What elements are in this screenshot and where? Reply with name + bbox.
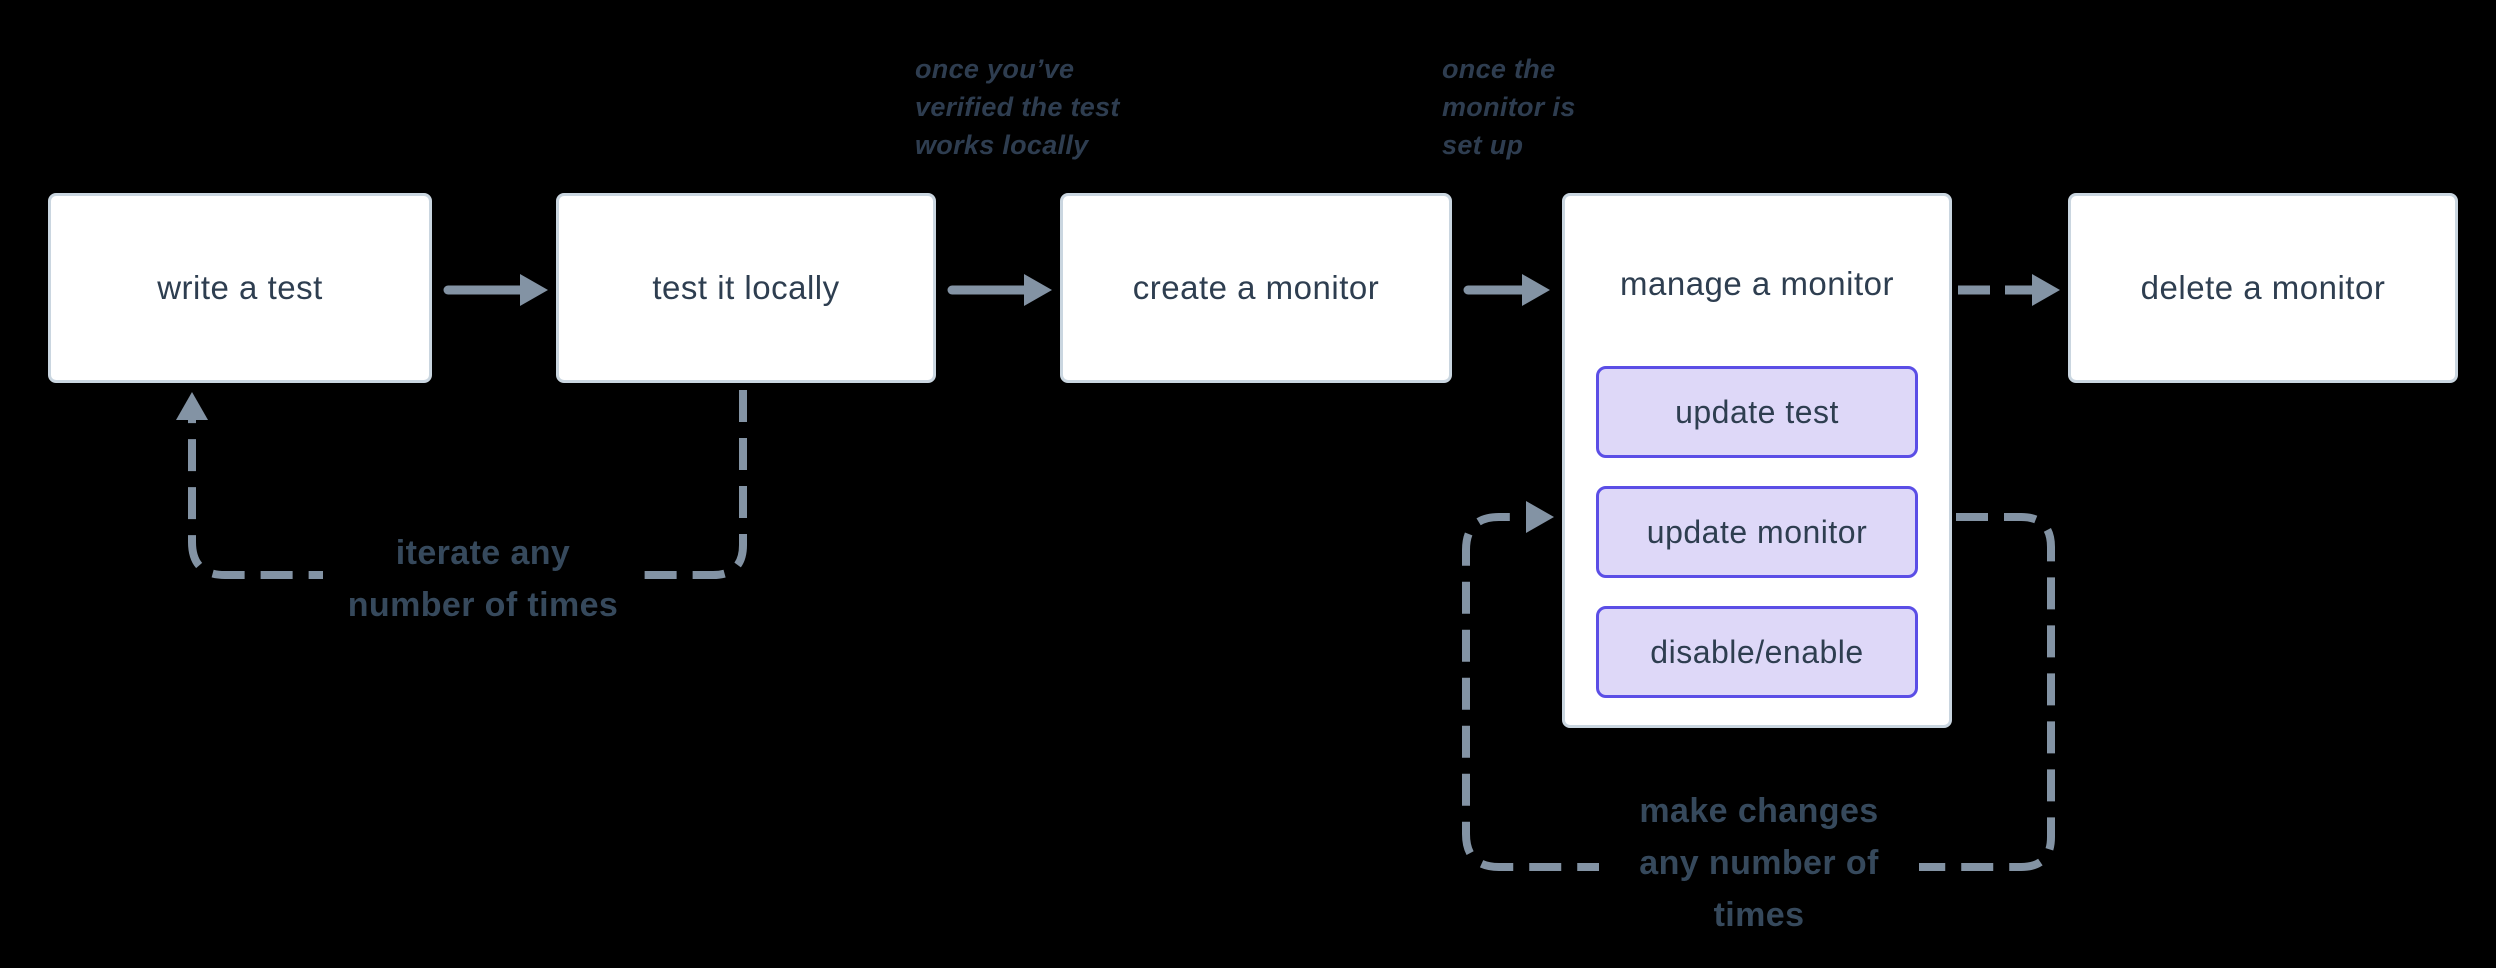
button-label: disable/enable <box>1650 633 1864 670</box>
annotation-once-verified: once you’ve verified the test works loca… <box>915 50 1120 164</box>
loop-label-line: make changes <box>1639 792 1879 830</box>
manage-monitor-title: manage a monitor <box>1565 196 1949 372</box>
node-create-a-monitor: create a monitor <box>1060 193 1452 383</box>
make-changes-loop-label: make changes any number of times <box>1599 785 1919 941</box>
annotation-line: set up <box>1442 130 1524 160</box>
make-changes-loop-arrow-icon <box>1462 501 2055 871</box>
disable-enable-button: disable/enable <box>1596 606 1918 698</box>
node-label: manage a monitor <box>1620 265 1894 302</box>
annotation-line: once the <box>1442 54 1556 84</box>
annotation-line: verified the test <box>915 92 1120 122</box>
button-label: update monitor <box>1646 513 1868 550</box>
annotation-line: once you’ve <box>915 54 1075 84</box>
node-test-it-locally: test it locally <box>556 193 936 383</box>
loop-label-line: iterate any <box>395 534 571 572</box>
node-delete-a-monitor: delete a monitor <box>2068 193 2458 383</box>
arrow-test-to-create-icon <box>947 274 1052 306</box>
node-write-a-test: write a test <box>48 193 432 383</box>
arrow-write-to-test-icon <box>443 274 548 306</box>
node-label: create a monitor <box>1132 269 1380 306</box>
node-label: test it locally <box>652 269 840 306</box>
node-label: delete a monitor <box>2140 269 2386 306</box>
loop-label-line: number of times <box>347 586 619 624</box>
arrow-create-to-manage-icon <box>1463 274 1550 306</box>
update-monitor-button: update monitor <box>1596 486 1918 578</box>
update-test-button: update test <box>1596 366 1918 458</box>
node-manage-a-monitor: manage a monitor update test update moni… <box>1562 193 1952 728</box>
button-label: update test <box>1675 393 1839 430</box>
annotation-line: works locally <box>915 130 1089 160</box>
annotation-once-monitor-setup: once the monitor is set up <box>1442 50 1576 164</box>
dashed-arrow-manage-to-delete-icon <box>1958 274 2060 306</box>
loop-label-line: any number of <box>1639 844 1879 882</box>
annotation-line: monitor is <box>1442 92 1576 122</box>
node-label: write a test <box>157 269 323 306</box>
iterate-loop-label: iterate any number of times <box>323 527 643 631</box>
loop-label-line: times <box>1713 896 1805 934</box>
